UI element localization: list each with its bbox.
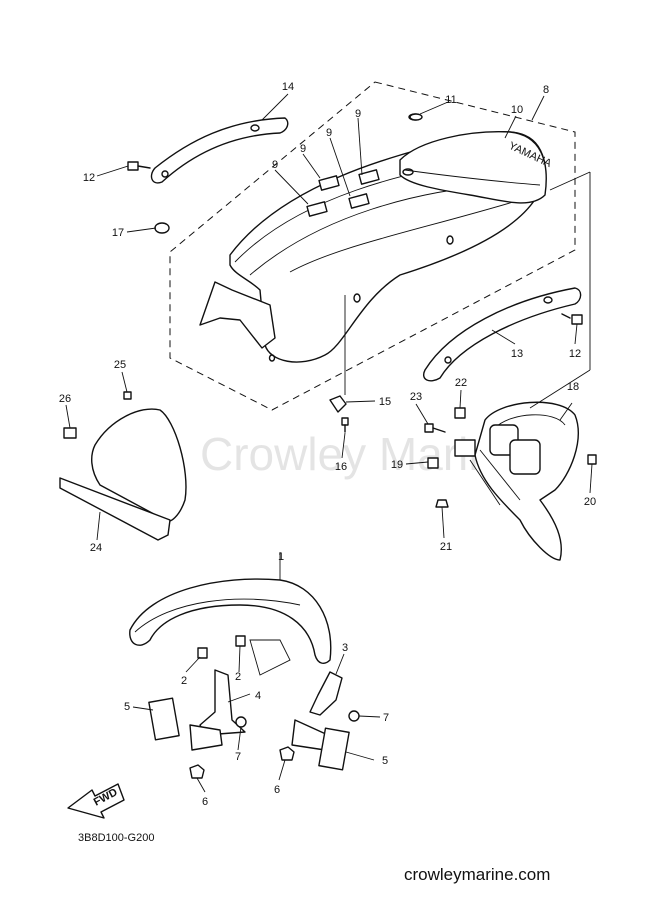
callout-17: 17 [112, 227, 124, 239]
side-rail-left [150, 117, 289, 184]
callout-12a: 12 [83, 172, 95, 184]
callout-10: 10 [511, 104, 523, 116]
front-fender [129, 578, 360, 779]
callout-8: 8 [543, 84, 549, 96]
callout-16: 16 [335, 461, 347, 473]
callout-11: 11 [445, 94, 456, 106]
drawing-code: 3B8D100-G200 [78, 832, 154, 844]
callout-numbers: 1 2 2 3 4 5 5 6 6 7 7 8 9 9 9 9 10 11 12… [59, 81, 596, 808]
callout-25: 25 [114, 359, 126, 371]
callout-2a: 2 [181, 675, 187, 687]
callout-20: 20 [584, 496, 596, 508]
callout-5b: 5 [382, 755, 388, 767]
callout-3: 3 [342, 642, 348, 654]
callout-18: 18 [567, 381, 579, 393]
callout-7a: 7 [235, 751, 241, 763]
callout-6a: 6 [202, 796, 208, 808]
callout-19: 19 [391, 459, 403, 471]
leader-lines [65, 93, 593, 793]
callout-15: 15 [379, 396, 391, 408]
callout-26: 26 [59, 393, 71, 405]
callout-22: 22 [455, 377, 467, 389]
site-brand: crowleymarine.com [404, 865, 550, 884]
tail-light-assembly [424, 401, 597, 561]
small-hardware [127, 113, 583, 433]
callout-7b: 7 [383, 712, 389, 724]
callout-23: 23 [410, 391, 422, 403]
callout-4: 4 [255, 690, 261, 702]
side-rail-right [423, 287, 582, 382]
callout-9d: 9 [272, 159, 278, 171]
callout-13: 13 [511, 348, 523, 360]
callout-2b: 2 [235, 671, 241, 683]
callout-6b: 6 [274, 784, 280, 796]
callout-1: 1 [278, 551, 284, 563]
callout-24: 24 [90, 542, 102, 554]
callout-21: 21 [440, 541, 452, 553]
callout-9c: 9 [300, 143, 306, 155]
callout-5a: 5 [124, 701, 130, 713]
callout-14: 14 [282, 81, 294, 93]
rear-fender: YAMAHA [199, 113, 554, 363]
callout-9a: 9 [355, 108, 361, 120]
fwd-arrow-icon: FWD [67, 783, 125, 819]
assembly-boundary [169, 81, 576, 411]
callout-12b: 12 [569, 348, 581, 360]
rear-flap [59, 391, 187, 541]
callout-9b: 9 [326, 127, 332, 139]
